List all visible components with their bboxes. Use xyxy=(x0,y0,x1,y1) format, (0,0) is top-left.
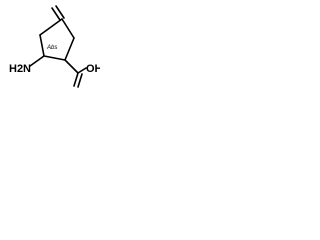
carbonyl-bond-a xyxy=(73,72,79,87)
carboxyl-bond xyxy=(64,59,79,74)
molecule-structure: H2N OH Abs xyxy=(9,5,100,88)
amine-label: H2N xyxy=(9,63,31,75)
amine-bond xyxy=(29,55,45,67)
hydroxyl-label: OH xyxy=(86,63,100,75)
carbonyl-bond-b xyxy=(77,73,83,88)
hydroxyl-bond xyxy=(77,67,87,74)
methylene-bond-a xyxy=(51,7,61,21)
ring-bond-5 xyxy=(61,18,75,39)
ring-bond-4 xyxy=(64,37,75,61)
ring-bond-1 xyxy=(39,18,63,36)
ring-bond-2 xyxy=(39,34,45,57)
ring-bond-3 xyxy=(43,55,66,61)
methylene-bond-b xyxy=(55,5,65,19)
stereo-label: Abs xyxy=(46,45,57,51)
